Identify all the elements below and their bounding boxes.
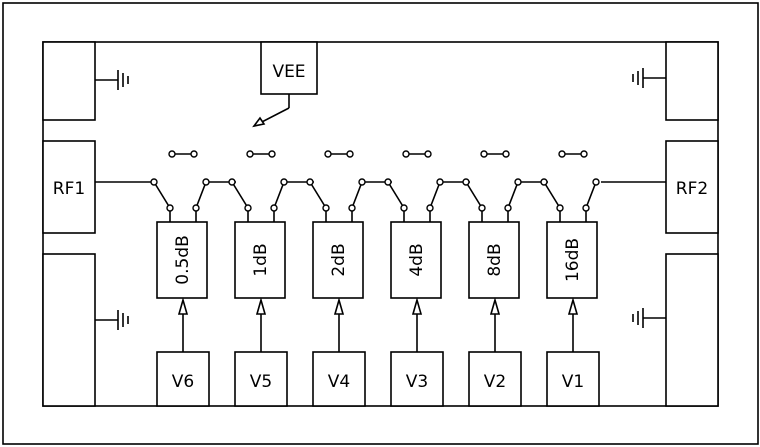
- switch-contact: [504, 204, 512, 212]
- switch-contact: [436, 178, 444, 186]
- switch-contact: [228, 178, 236, 186]
- switch-contact: [268, 150, 276, 158]
- switch-contact: [190, 150, 198, 158]
- arrow-head: [333, 297, 345, 315]
- switch-arm: [465, 181, 483, 209]
- control-label: V4: [328, 372, 350, 392]
- control-label: V2: [484, 372, 506, 392]
- control-pad: [468, 351, 522, 407]
- switch-arm: [351, 181, 363, 209]
- control-pad: [390, 351, 444, 407]
- attenuator-label: 4dB: [407, 243, 427, 276]
- switch-arm: [543, 181, 561, 209]
- control-pad: [546, 351, 600, 407]
- control-label: V3: [406, 372, 428, 392]
- rf1-pad: [42, 140, 96, 234]
- switch-contact: [166, 204, 174, 212]
- switch-contact: [424, 150, 432, 158]
- switch-contact: [462, 178, 470, 186]
- switch-contact: [426, 204, 434, 212]
- switch-contact: [270, 204, 278, 212]
- arrow-head: [489, 297, 501, 315]
- rf1-label: RF1: [53, 179, 85, 199]
- switch-contact: [514, 178, 522, 186]
- attenuator-label: 8dB: [485, 243, 505, 276]
- switch-arm: [507, 181, 519, 209]
- ground-pad-bottom-right: [665, 253, 719, 407]
- switch-contact: [246, 150, 254, 158]
- ground-icon: [632, 308, 666, 328]
- switch-contact: [346, 150, 354, 158]
- attenuator-stages: 0.5dB V6 1dB V5 2dB V4 4dB V3 8dB V2 16dB V1: [150, 150, 600, 407]
- switch-contact: [580, 150, 588, 158]
- switch-contact: [480, 150, 488, 158]
- switch-arm: [429, 181, 441, 209]
- switch-contact: [348, 204, 356, 212]
- vee-arrow: [252, 94, 290, 128]
- ground-icon: [95, 310, 129, 330]
- switch-contact: [192, 204, 200, 212]
- attenuator-box: [468, 221, 520, 299]
- control-pad: [156, 351, 210, 407]
- attenuator-label: 0.5dB: [173, 235, 193, 285]
- switch-contact: [478, 204, 486, 212]
- switch-contact: [322, 204, 330, 212]
- switch-contact: [400, 204, 408, 212]
- switch-contact: [168, 150, 176, 158]
- switch-contact: [306, 178, 314, 186]
- vee-label: VEE: [272, 62, 305, 82]
- switch-contact: [280, 178, 288, 186]
- arrow-head: [255, 297, 267, 315]
- switch-contact: [558, 150, 566, 158]
- switch-contact: [556, 204, 564, 212]
- attenuator-box: [234, 221, 286, 299]
- arrow-head: [177, 297, 189, 315]
- attenuator-box: [546, 221, 598, 299]
- rf2-pad: [665, 140, 719, 234]
- rf2-label: RF2: [676, 179, 708, 199]
- attenuator-label: 1dB: [251, 243, 271, 276]
- attenuator-box: [156, 221, 208, 299]
- arrow-head: [411, 297, 423, 315]
- switch-contact: [402, 150, 410, 158]
- switch-arm: [585, 181, 597, 209]
- switch-contact: [358, 178, 366, 186]
- switch-arm: [273, 181, 285, 209]
- control-label: V5: [250, 372, 272, 392]
- attenuator-box: [390, 221, 442, 299]
- switch-contact: [582, 204, 590, 212]
- switch-contact: [202, 178, 210, 186]
- ground-icon: [95, 70, 129, 90]
- switch-arm: [387, 181, 405, 209]
- switch-contact: [502, 150, 510, 158]
- attenuator-box: [312, 221, 364, 299]
- switch-contact: [324, 150, 332, 158]
- switch-contact: [384, 178, 392, 186]
- switch-contact: [150, 178, 158, 186]
- control-pad: [234, 351, 288, 407]
- control-pad: [312, 351, 366, 407]
- switch-contact: [244, 204, 252, 212]
- switch-arm: [153, 181, 171, 209]
- switch-arm: [309, 181, 327, 209]
- switch-contact: [540, 178, 548, 186]
- attenuator-label: 2dB: [329, 243, 349, 276]
- chip-outline: [42, 41, 719, 407]
- ground-pad-bottom-left: [42, 253, 96, 407]
- arrow-head: [567, 297, 579, 315]
- ground-icon: [632, 68, 666, 88]
- switch-arm: [195, 181, 207, 209]
- ground-pad-top-right: [665, 41, 719, 121]
- switch-arm: [231, 181, 249, 209]
- ground-pad-top-left: [42, 41, 96, 121]
- switch-contact: [592, 178, 600, 186]
- control-label: V1: [562, 372, 584, 392]
- control-label: V6: [172, 372, 194, 392]
- attenuator-label: 16dB: [563, 238, 583, 282]
